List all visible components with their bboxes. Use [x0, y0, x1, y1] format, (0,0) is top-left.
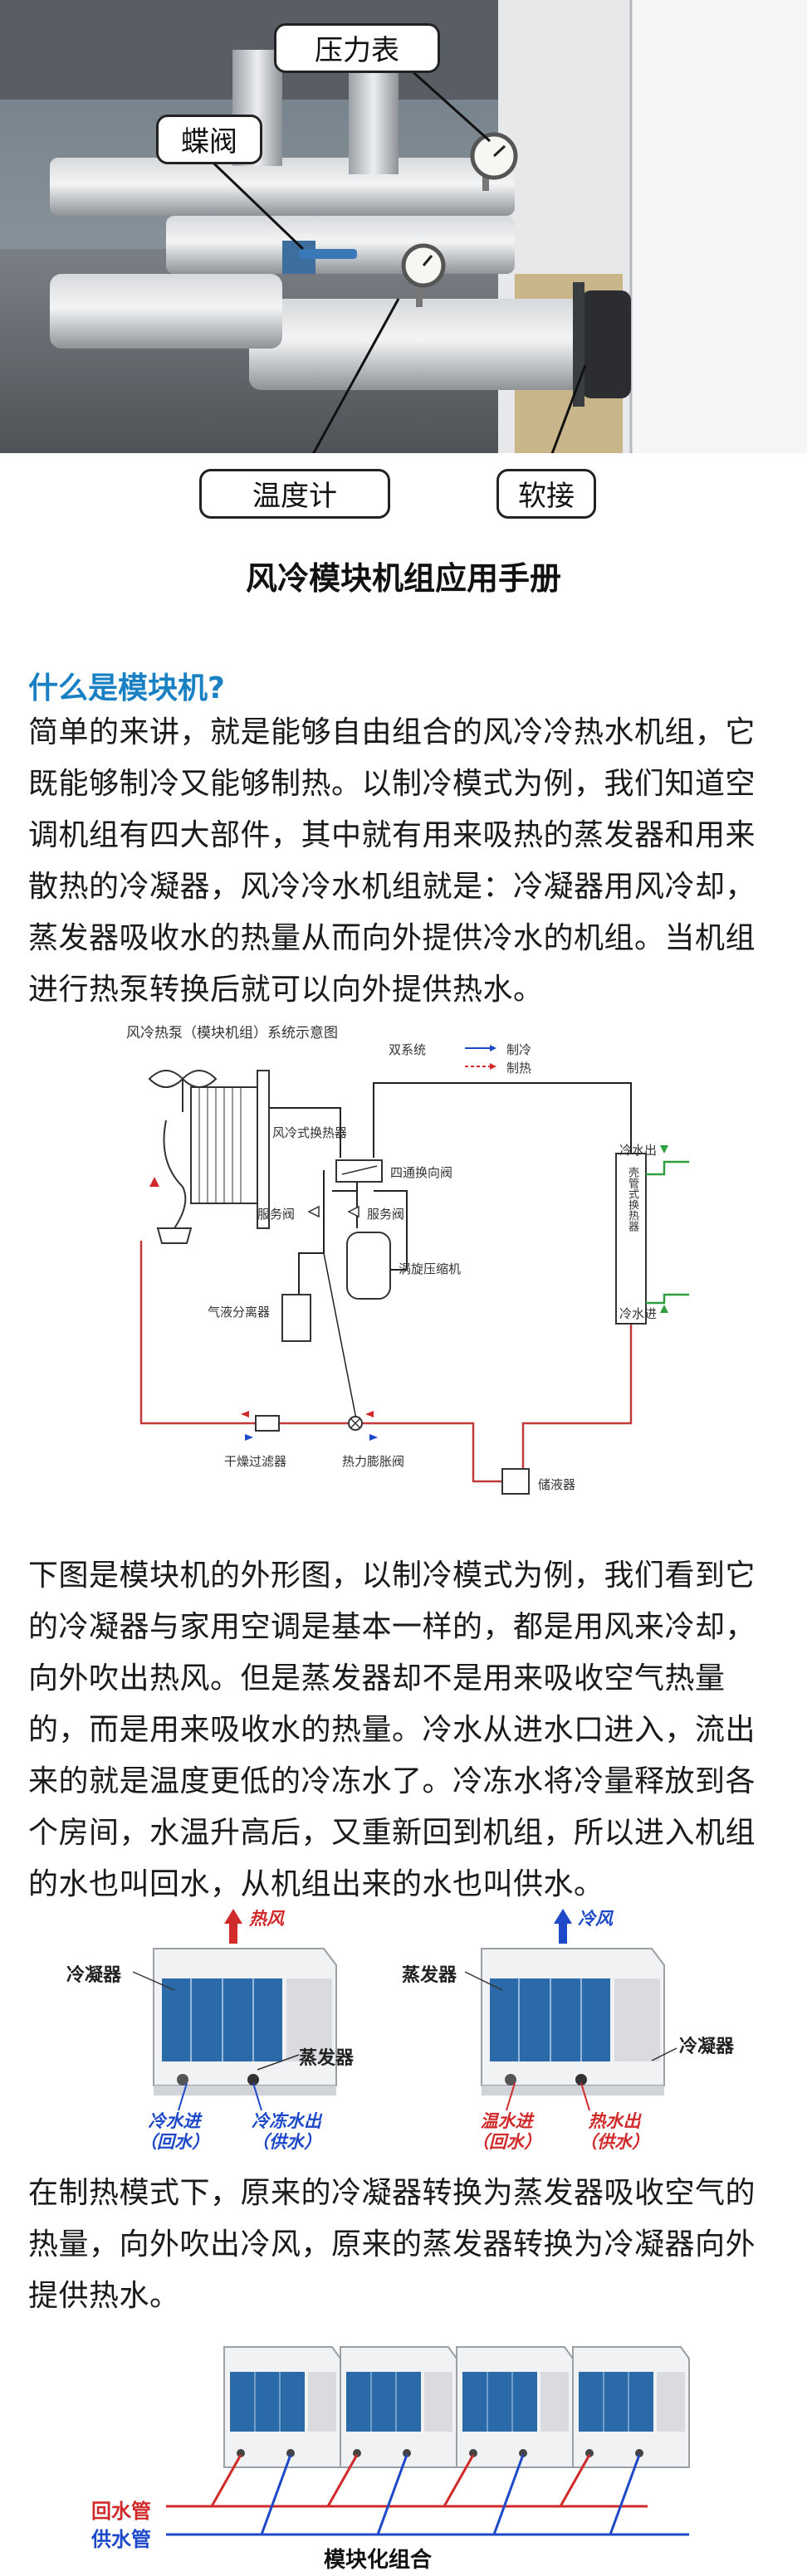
left-bottom-coil-label: 蒸发器	[299, 2048, 355, 2069]
label-chilled-water-out: 冷水出	[619, 1143, 658, 1158]
compressor-icon	[346, 1232, 391, 1300]
left-unit-icon	[153, 1948, 337, 2095]
label-dry-filter: 干燥过滤器	[224, 1454, 287, 1469]
thermometer-label: 温度计	[252, 480, 337, 513]
supply-pipe-label: 供水管	[91, 2528, 151, 2551]
schematic-drawing	[139, 1045, 689, 1495]
return-pipe-label: 回水管	[91, 2500, 151, 2523]
right-top-coil-label: 蒸发器	[402, 1965, 457, 1986]
pressure-gauge-callout: 压力表	[274, 23, 440, 73]
left-inlet-label: 冷水进 （回水）	[125, 2111, 224, 2153]
modular-combination-diagram: 回水管 供水管 模块化组合	[75, 2330, 739, 2573]
label-gas-liquid-separator: 气液分离器	[208, 1305, 271, 1320]
water-heat-exchanger-icon	[615, 1153, 647, 1325]
schematic-title: 风冷热泵（模块机组）系统示意图	[126, 1025, 338, 1042]
air-coil-icon	[148, 1070, 270, 1244]
pressure-gauge-label: 压力表	[315, 34, 399, 67]
right-inlet-line1: 温水进	[480, 2111, 533, 2131]
label-service-valve-left: 服务阀	[257, 1207, 296, 1222]
document-title: 风冷模块机组应用手册	[245, 560, 561, 597]
right-inlet-line2: （回水）	[472, 2132, 541, 2152]
butterfly-valve-callout: 蝶阀	[156, 115, 262, 164]
label-expansion-valve: 热力膨胀阀	[342, 1454, 405, 1469]
heating-mode-paragraph: 在制热模式下，原来的冷凝器转换为蒸发器吸收空气的热量，向外吹出冷风，原来的蒸发器…	[28, 2176, 756, 2313]
right-inlet-label: 温水进 （回水）	[457, 2111, 556, 2153]
legend-cooling: 制冷	[506, 1042, 532, 1057]
right-outlet-line1: 热水出	[588, 2111, 641, 2131]
left-air-label: 热风	[249, 1909, 284, 1929]
pipe-installation-photo	[0, 0, 807, 453]
label-service-valve-right: 服务阀	[367, 1207, 405, 1222]
modular-units-drawing	[166, 2346, 690, 2536]
thermometer-callout: 温度计	[199, 469, 390, 519]
module-unit-icon	[572, 2346, 690, 2468]
left-outlet-line1: 冷冻水出	[252, 2111, 321, 2131]
units-drawing	[132, 1909, 677, 2111]
label-scroll-compressor: 涡旋压缩机	[399, 1261, 462, 1276]
right-outlet-label: 热水出 （供水）	[560, 2111, 668, 2153]
hero-photo	[0, 0, 807, 453]
soft-joint-label: 软接	[518, 480, 575, 513]
butterfly-valve-label: 蝶阀	[181, 125, 237, 159]
intro-paragraph: 简单的来讲，就是能够自由组合的风冷冷热水机组，它既能够制冷又能够制热。以制冷模式…	[28, 715, 756, 1007]
label-strainer: 储液器	[538, 1477, 576, 1492]
right-outlet-line2: （供水）	[580, 2132, 649, 2152]
right-unit-icon	[481, 1948, 665, 2095]
label-water-heat-exchanger: 壳管式换热器	[626, 1167, 638, 1232]
four-way-valve-icon	[335, 1159, 383, 1183]
right-air-label: 冷风	[578, 1909, 613, 1929]
module-unit-icon	[223, 2346, 341, 2468]
separator-icon	[281, 1294, 311, 1342]
soft-joint-callout: 软接	[496, 469, 596, 519]
left-outlet-line2: （供水）	[252, 2132, 321, 2152]
left-inlet-line1: 冷水进	[148, 2111, 201, 2131]
module-unit-icon	[340, 2346, 457, 2468]
left-top-coil-label: 冷凝器	[66, 1965, 122, 1986]
right-bottom-coil-label: 冷凝器	[679, 2037, 735, 2057]
strainer-icon	[501, 1468, 530, 1495]
system-schematic: 风冷热泵（模块机组）系统示意图 双系统 制冷 制热 风冷式换热器 四通换向阀 服…	[125, 1021, 689, 1535]
label-four-way-valve: 四通换向阀	[390, 1165, 453, 1180]
modular-caption: 模块化组合	[324, 2548, 433, 2573]
module-unit-icon	[456, 2346, 574, 2468]
label-chilled-water-in: 冷水进	[619, 1306, 658, 1321]
cooling-heating-units-diagram: 热风 冷凝器 蒸发器 冷水进 （回水） 冷冻水出 （供水） 冷风 蒸发器 冷凝器…	[50, 1907, 764, 2164]
left-inlet-line2: （回水）	[139, 2132, 209, 2152]
section-heading: 什么是模块机?	[28, 671, 225, 705]
legend-heating: 制热	[506, 1061, 532, 1076]
appearance-paragraph: 下图是模块机的外形图，以制冷模式为例，我们看到它的冷凝器与家用空调是基本一样的，…	[28, 1559, 756, 1901]
left-outlet-label: 冷冻水出 （供水）	[232, 2111, 340, 2153]
dry-filter-icon	[255, 1415, 280, 1432]
label-air-heat-exchanger: 风冷式换热器	[272, 1125, 348, 1140]
legend-dual-flow: 双系统	[389, 1042, 427, 1057]
